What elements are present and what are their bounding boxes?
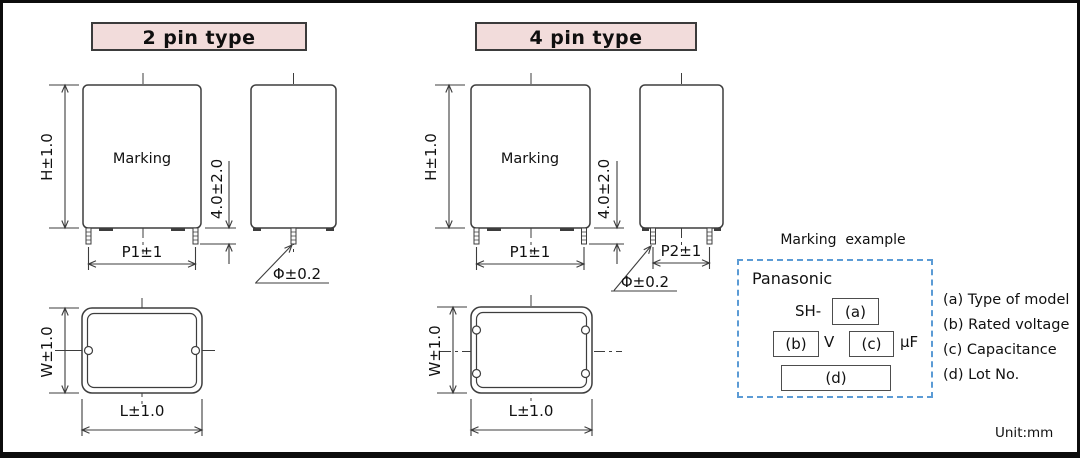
h-dimension-label: H±1.0 — [422, 133, 440, 181]
pin-hole — [580, 325, 591, 335]
l-dimension-label: L±1.0 — [509, 402, 554, 420]
capacitor-body — [82, 84, 202, 229]
pin2-top-view: W±1.0 L±1.0 — [38, 298, 215, 436]
marking-example-title: Marking example — [780, 232, 906, 248]
pin4-type-header: 4 pin type — [475, 22, 697, 51]
brand-label: Panasonic — [752, 269, 833, 288]
lead-pin — [650, 227, 656, 245]
pin-hole — [580, 368, 591, 379]
field-b-box: (b) — [773, 331, 819, 357]
dimension-drawings: Marking H±1.0 4.0±2.0 P1±1 Φ±0.2 — [38, 73, 724, 436]
capacitor-body — [250, 84, 337, 229]
case-inner-outline — [475, 311, 588, 389]
h-dimension-label: H±1.0 — [38, 133, 56, 181]
lead-diameter-label: Φ±0.2 — [621, 273, 669, 291]
pin2-type-header: 2 pin type — [91, 22, 307, 51]
p2-dimension-label: P2±1 — [661, 242, 702, 260]
pin-hole — [471, 325, 482, 335]
unit-label: Unit:mm — [995, 425, 1054, 441]
pin4-side-view: P2±1 Φ±0.2 — [611, 73, 724, 292]
leader-line — [613, 244, 652, 291]
p1-dimension-label: P1±1 — [510, 243, 551, 261]
extension-lines — [589, 227, 624, 245]
pin-hole — [190, 345, 201, 356]
capacitance-unit-label: μF — [900, 333, 919, 351]
field-a-box: (a) — [832, 298, 879, 325]
legend-item-c: (c) Capacitance — [943, 342, 1057, 358]
lead-pin — [290, 227, 297, 245]
legend-item-b: (b) Rated voltage — [943, 317, 1070, 333]
lead-pin — [473, 227, 480, 245]
voltage-unit-label: V — [824, 333, 835, 351]
pin2-front-view: Marking H±1.0 4.0±2.0 P1±1 — [38, 73, 236, 270]
pin-hole — [471, 368, 482, 379]
leader-line — [255, 243, 293, 283]
pin4-front-view: Marking H±1.0 4.0±2.0 P1±1 — [422, 73, 624, 270]
pin4-top-view: W±1.0 L±1.0 — [426, 295, 622, 436]
w-dimension-label: W±1.0 — [426, 325, 444, 376]
lead-pin — [581, 227, 587, 245]
lead-pin — [85, 227, 92, 245]
series-prefix-label: SH- — [795, 302, 822, 320]
field-c-box: (c) — [849, 331, 894, 357]
legend-item-a: (a) Type of model — [943, 292, 1070, 308]
pin-hole — [83, 345, 94, 356]
lead-pin — [192, 227, 199, 245]
marking-label: Marking — [501, 151, 559, 167]
marking-example-box: Panasonic SH- (a) (b) V (c) μF (d) — [737, 259, 933, 398]
lead-pin — [706, 227, 713, 245]
l-dimension-label: L±1.0 — [120, 402, 165, 420]
marking-legend: (a) Type of model (b) Rated voltage (c) … — [943, 288, 1069, 388]
w-dimension-label: W±1.0 — [38, 326, 56, 377]
pin2-side-view: Φ±0.2 — [250, 73, 337, 284]
case-outline — [81, 307, 203, 394]
marking-label: Marking — [113, 151, 171, 167]
lead-length-label: 4.0±2.0 — [208, 159, 226, 219]
capacitor-body — [470, 84, 591, 229]
field-d-box: (d) — [781, 365, 891, 391]
lead-length-label: 4.0±2.0 — [595, 159, 613, 219]
capacitor-body — [639, 84, 724, 229]
extension-lines — [200, 227, 236, 245]
case-outline — [470, 306, 593, 394]
lead-diameter-label: Φ±0.2 — [273, 265, 321, 283]
p1-dimension-label: P1±1 — [122, 243, 163, 261]
legend-item-d: (d) Lot No. — [943, 367, 1020, 383]
